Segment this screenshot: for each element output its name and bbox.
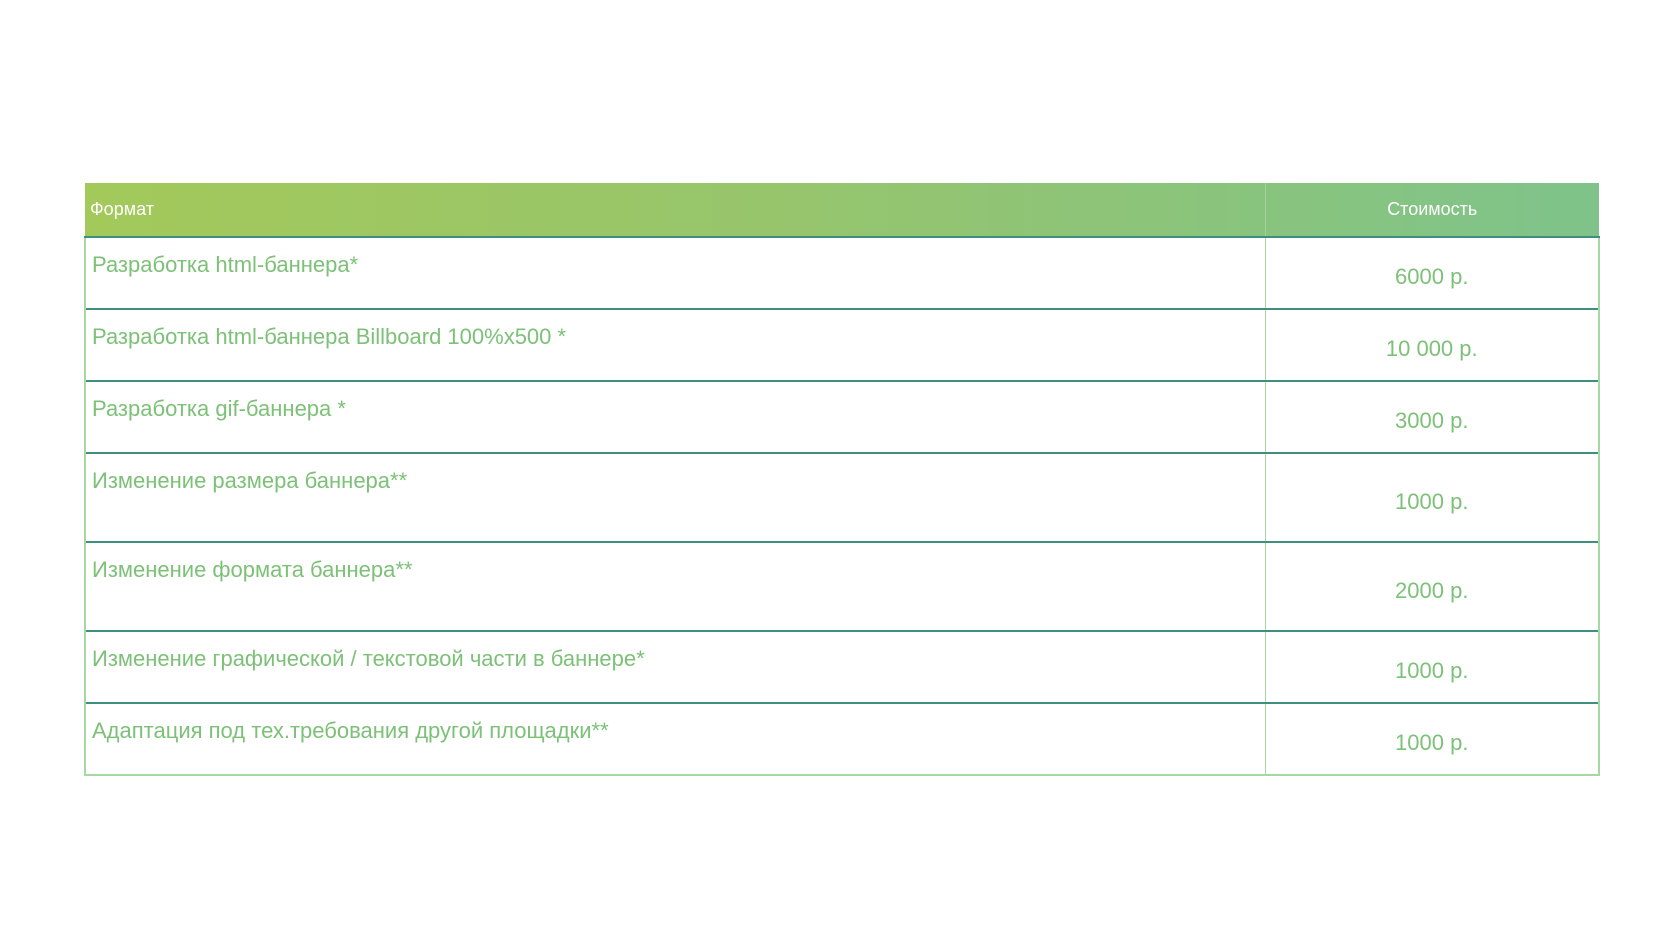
table-header-row: Формат Стоимость: [85, 183, 1599, 238]
cost-cell: 1000 р.: [1264, 630, 1600, 704]
format-cell: Разработка gif-баннера *: [84, 380, 1266, 454]
table-row: Разработка html-баннера Billboard 100%x5…: [84, 308, 1600, 382]
table-row: Изменение формата баннера** 2000 р.: [84, 541, 1600, 632]
table-row: Адаптация под тех.требования другой площ…: [84, 702, 1600, 776]
table-row: Разработка html-баннера* 6000 р.: [84, 237, 1600, 310]
header-cost: Стоимость: [1264, 183, 1599, 238]
format-cell: Изменение размера баннера**: [84, 452, 1266, 543]
cost-cell: 1000 р.: [1264, 702, 1600, 776]
table-row: Изменение размера баннера** 1000 р.: [84, 452, 1600, 543]
table-row: Изменение графической / текстовой части …: [84, 630, 1600, 704]
cost-cell: 6000 р.: [1264, 237, 1600, 310]
format-cell: Адаптация под тех.требования другой площ…: [84, 702, 1266, 776]
cost-cell: 2000 р.: [1264, 541, 1600, 632]
format-cell: Разработка html-баннера*: [84, 237, 1266, 310]
format-cell: Изменение графической / текстовой части …: [84, 630, 1266, 704]
cost-cell: 3000 р.: [1264, 380, 1600, 454]
format-cell: Разработка html-баннера Billboard 100%x5…: [84, 308, 1266, 382]
header-format: Формат: [85, 183, 1265, 238]
table-row: Разработка gif-баннера * 3000 р.: [84, 380, 1600, 454]
cost-cell: 10 000 р.: [1264, 308, 1600, 382]
price-table: Формат Стоимость Разработка html-баннера…: [84, 183, 1600, 776]
cost-cell: 1000 р.: [1264, 452, 1600, 543]
format-cell: Изменение формата баннера**: [84, 541, 1266, 632]
